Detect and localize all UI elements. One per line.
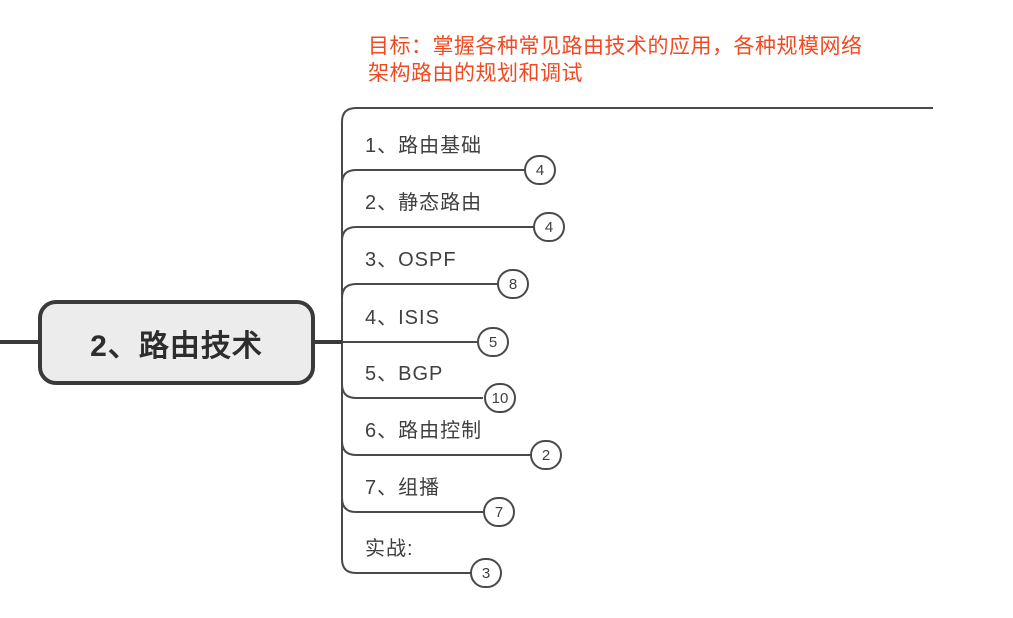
branch-topic-5[interactable]: 5、BGP — [365, 363, 444, 385]
branch-topic-6[interactable]: 6、路由控制 — [365, 420, 483, 442]
child-count-badge-5[interactable]: 10 — [484, 383, 516, 413]
branch-topic-7[interactable]: 7、组播 — [365, 477, 441, 499]
child-count-badge-2[interactable]: 4 — [533, 212, 565, 242]
child-count-badge-8[interactable]: 3 — [470, 558, 502, 588]
branch-line-1 — [341, 169, 525, 342]
branch-topic-2[interactable]: 2、静态路由 — [365, 192, 483, 214]
child-count-badge-3[interactable]: 8 — [497, 269, 529, 299]
child-count-badge-6[interactable]: 2 — [530, 440, 562, 470]
goal-line-2: 架构路由的规划和调试 — [368, 62, 583, 85]
branch-line-2 — [341, 226, 534, 342]
goal-underline — [341, 107, 933, 342]
branch-topic-8[interactable]: 实战: — [365, 538, 414, 560]
goal-topic[interactable]: 目标：掌握各种常见路由技术的应用，各种规模网络 架构路由的规划和调试 — [368, 33, 968, 87]
child-count-badge-7[interactable]: 7 — [483, 497, 515, 527]
branch-topic-4[interactable]: 4、ISIS — [365, 307, 440, 329]
root-topic-label: 2、路由技术 — [90, 329, 263, 363]
child-count-badge-1[interactable]: 4 — [524, 155, 556, 185]
branch-topic-3[interactable]: 3、OSPF — [365, 249, 457, 271]
branch-topic-1[interactable]: 1、路由基础 — [365, 135, 483, 157]
branch-line-8 — [341, 342, 476, 574]
branch-line-3 — [341, 283, 498, 342]
goal-line-1: 目标：掌握各种常见路由技术的应用，各种规模网络 — [368, 35, 863, 58]
child-count-badge-4[interactable]: 5 — [477, 327, 509, 357]
root-topic-node[interactable]: 2、路由技术 — [38, 300, 315, 385]
